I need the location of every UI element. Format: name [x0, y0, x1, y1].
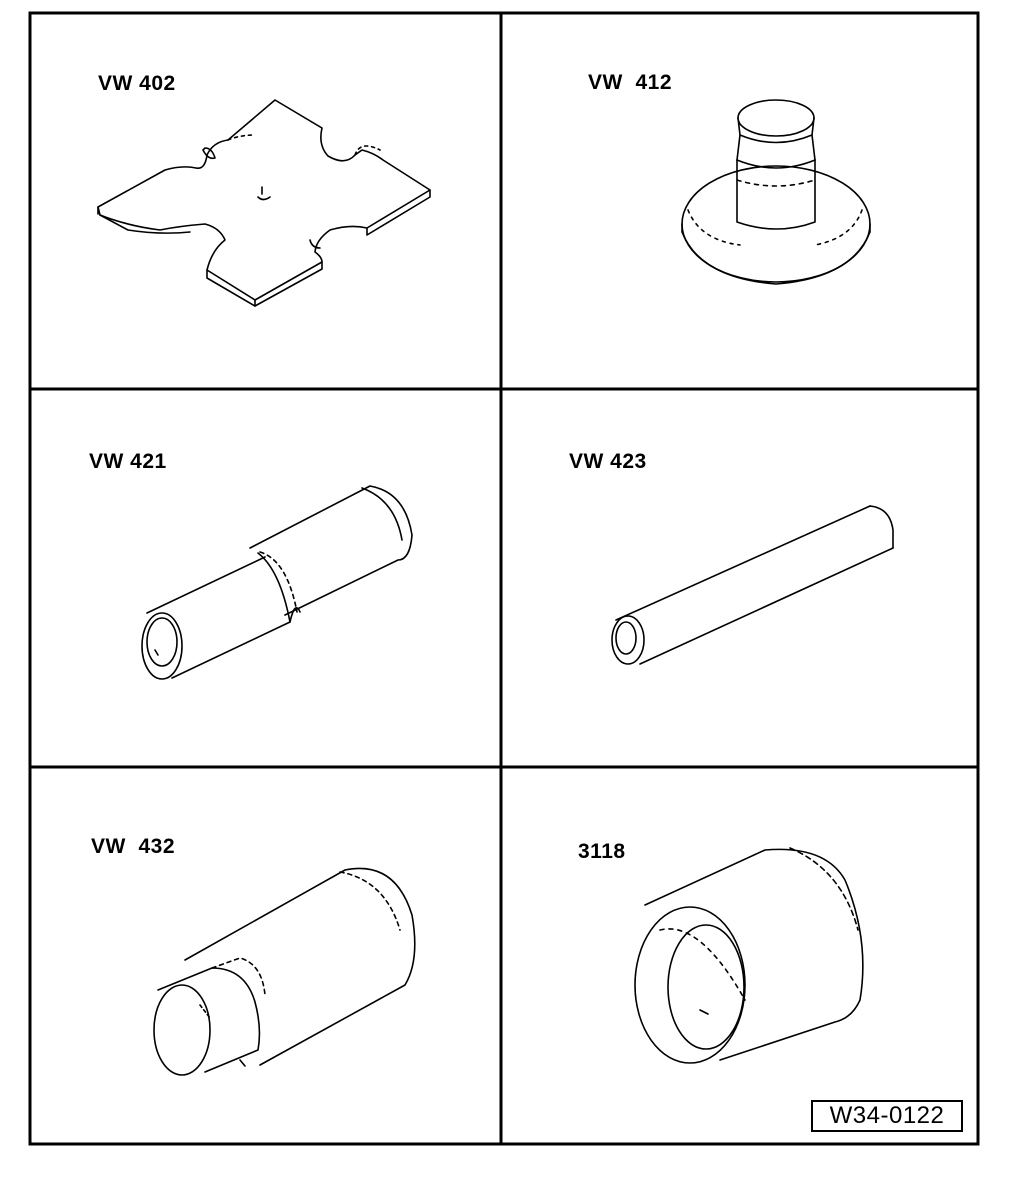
reference-text: W34-0122: [829, 1102, 945, 1129]
tool-label-vw-421: VW 421: [89, 450, 167, 473]
stepped-drift-tool-icon: [142, 486, 412, 679]
flat-cross-plate-tool-icon: [98, 100, 430, 306]
stepped-sleeve-drift-icon: [154, 868, 415, 1075]
stepped-mandrel-on-base-icon: [682, 100, 870, 284]
tool-label-vw-402: VW 402: [98, 72, 176, 95]
grid-frame: [30, 13, 978, 1144]
tool-label-vw-412: VW 412: [588, 71, 673, 94]
thrust-cup-sleeve-icon: [635, 848, 863, 1063]
drawing-reference-number: W34-0122: [811, 1100, 963, 1132]
long-tube-drift-icon: [612, 506, 893, 664]
tool-label-vw-432: VW 432: [91, 835, 176, 858]
tool-label-3118: 3118: [578, 840, 626, 863]
tool-label-vw-423: VW 423: [569, 450, 647, 473]
